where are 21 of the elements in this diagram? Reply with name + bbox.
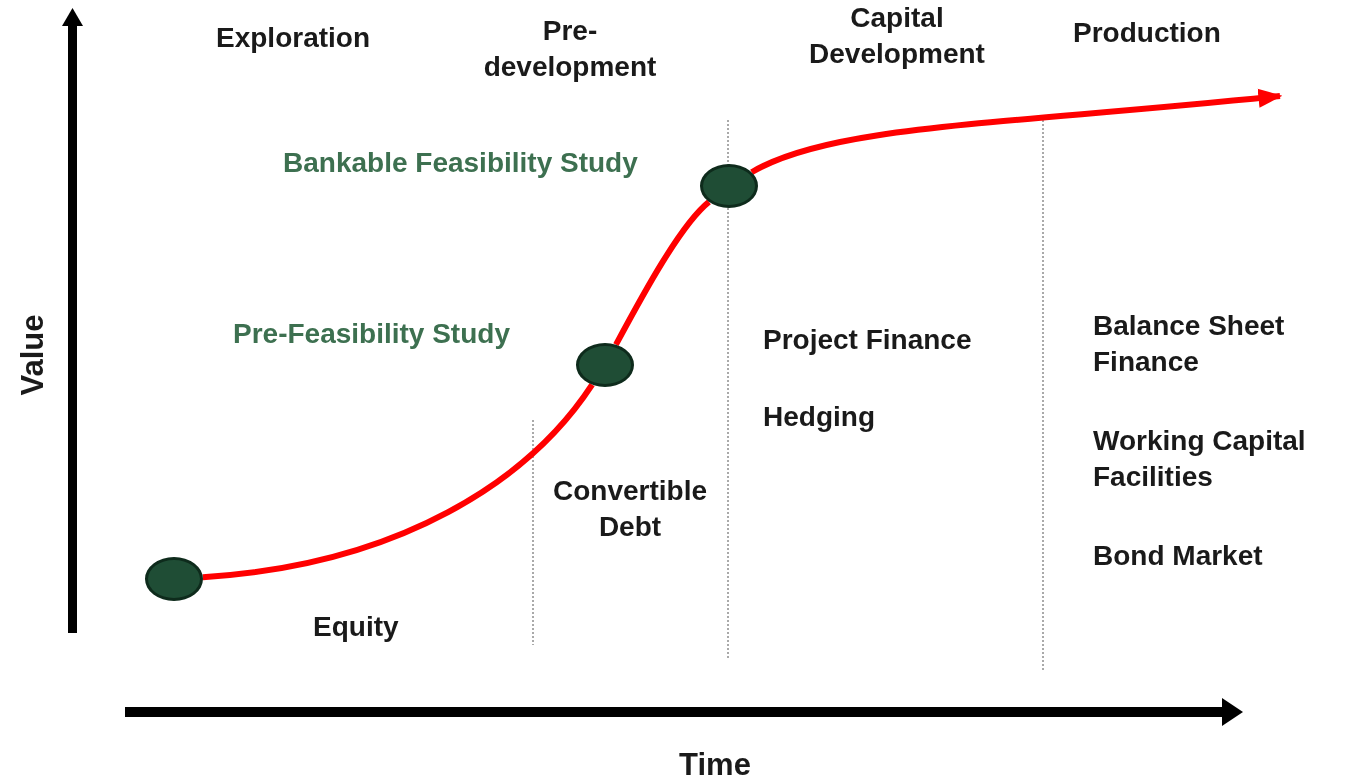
axis-title: Value bbox=[13, 314, 51, 396]
value-curve bbox=[613, 199, 711, 347]
milestone-marker bbox=[576, 343, 634, 387]
value-curve bbox=[202, 382, 595, 581]
stage-label: Hedging bbox=[763, 400, 876, 434]
milestone-label: Pre-Feasibility Study bbox=[233, 317, 510, 351]
milestone-label: Bankable Feasibility Study bbox=[283, 146, 638, 180]
stage-label: Balance Sheet Finance bbox=[1093, 309, 1286, 380]
stage-label: Project Finance bbox=[763, 323, 973, 357]
stage-label: Working Capital Facilities bbox=[1093, 424, 1307, 495]
stage-label: Pre- development bbox=[482, 14, 658, 85]
stage-label: Exploration bbox=[216, 21, 371, 55]
stage-label: Production bbox=[1073, 16, 1222, 50]
stage-label: Convertible Debt bbox=[552, 474, 708, 545]
milestone-marker bbox=[700, 164, 758, 208]
axis-title: Time bbox=[679, 746, 751, 784]
stage-label: Bond Market bbox=[1093, 539, 1264, 573]
milestone-marker bbox=[145, 557, 203, 601]
stage-label: Equity bbox=[313, 610, 400, 644]
stage-label: Capital Development bbox=[808, 1, 986, 72]
value-curve bbox=[750, 88, 1283, 175]
